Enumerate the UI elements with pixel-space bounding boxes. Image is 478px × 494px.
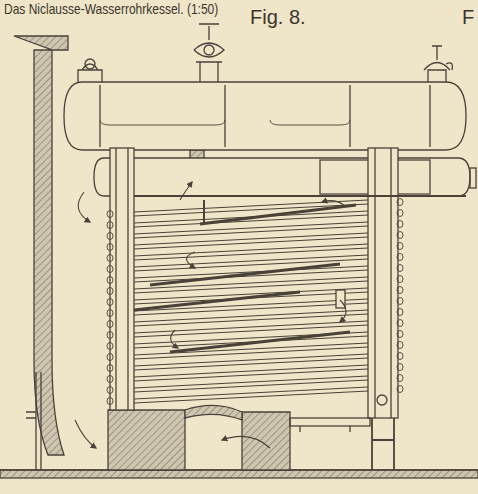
figure-label: F: [462, 6, 474, 29]
figure-heading: Das Niclausse-Wasserrohrkessel. (1:50): [4, 0, 218, 17]
boiler-drawing: [0, 24, 478, 478]
figure-number: Fig. 8.: [250, 6, 306, 29]
